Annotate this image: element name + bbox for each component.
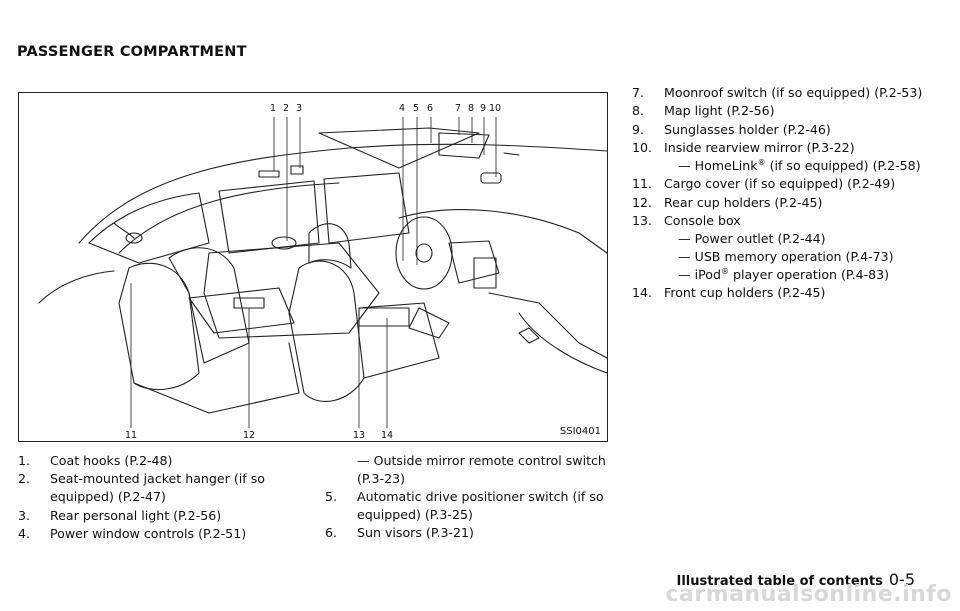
page-footer: Illustrated table of contents 0-5 — [677, 570, 915, 589]
interior-illustration — [38, 117, 608, 428]
list-item: 13.Console box — Power outlet (P.2-44) —… — [632, 212, 932, 283]
list-item: 12.Rear cup holders (P.2-45) — [632, 194, 823, 210]
callout-5: 5 — [413, 103, 420, 114]
callout-6: 6 — [427, 103, 434, 114]
list-column-2: — Outside mirror remote control switch (… — [325, 452, 610, 543]
list-column-1: 1.Coat hooks (P.2-48) 2.Seat-mounted jac… — [18, 452, 303, 543]
callout-2: 2 — [283, 103, 290, 114]
section-title: PASSENGER COMPARTMENT — [17, 44, 247, 60]
callout-12: 12 — [243, 430, 256, 441]
list-item-continued: — Outside mirror remote control switch (… — [357, 453, 606, 486]
list-item: 7.Moonroof switch (if so equipped) (P.2-… — [632, 85, 923, 100]
list-item: 9.Sunglasses holder (P.2-46) — [632, 121, 831, 137]
list-item: 5.Automatic drive positioner switch (if … — [325, 489, 604, 522]
callout-13: 13 — [353, 430, 366, 441]
sub-item-power-outlet: — Power outlet (P.2-44) — [678, 230, 826, 246]
list-item: 14.Front cup holders (P.2-45) — [632, 284, 826, 300]
sub-item-homelink: — HomeLink® (if so equipped) (P.2-58) — [678, 157, 921, 173]
sub-item-usb: — USB memory operation (P.4-73) — [678, 248, 894, 264]
list-item: 4.Power window controls (P.2-51) — [18, 525, 247, 541]
list-item: 3.Rear personal light (P.2-56) — [18, 507, 222, 523]
watermark: carmanualsonline.info — [665, 582, 952, 607]
list-item: 1.Coat hooks (P.2-48) — [18, 453, 173, 468]
footer-label: Illustrated table of contents — [676, 574, 883, 589]
list-item: 10.Inside rearview mirror (P.3-22) — Hom… — [632, 139, 932, 175]
callout-1: 1 — [270, 103, 277, 114]
callout-7: 7 — [455, 103, 462, 114]
callout-10: 10 — [489, 103, 502, 114]
callout-14: 14 — [381, 430, 394, 441]
list-item: 11.Cargo cover (if so equipped) (P.2-49) — [632, 176, 896, 192]
callout-8: 8 — [468, 103, 475, 114]
callout-9: 9 — [480, 103, 487, 114]
list-column-3: 7.Moonroof switch (if so equipped) (P.2-… — [632, 84, 932, 302]
page-number: 0-5 — [888, 570, 915, 589]
list-item: 8.Map light (P.2-56) — [632, 103, 775, 119]
passenger-compartment-figure: 1 2 3 4 5 6 7 8 9 10 11 12 13 14 SSI0401 — [18, 92, 608, 442]
figure-code: SSI0401 — [559, 426, 601, 437]
list-item: 6.Sun visors (P.3-21) — [325, 525, 474, 541]
callout-4: 4 — [399, 103, 406, 114]
callout-11: 11 — [125, 430, 138, 441]
sub-item-ipod: — iPod® player operation (P.4-83) — [678, 266, 890, 282]
list-item: 2.Seat-mounted jacket hanger (if so equi… — [18, 471, 265, 505]
callout-3: 3 — [296, 103, 303, 114]
